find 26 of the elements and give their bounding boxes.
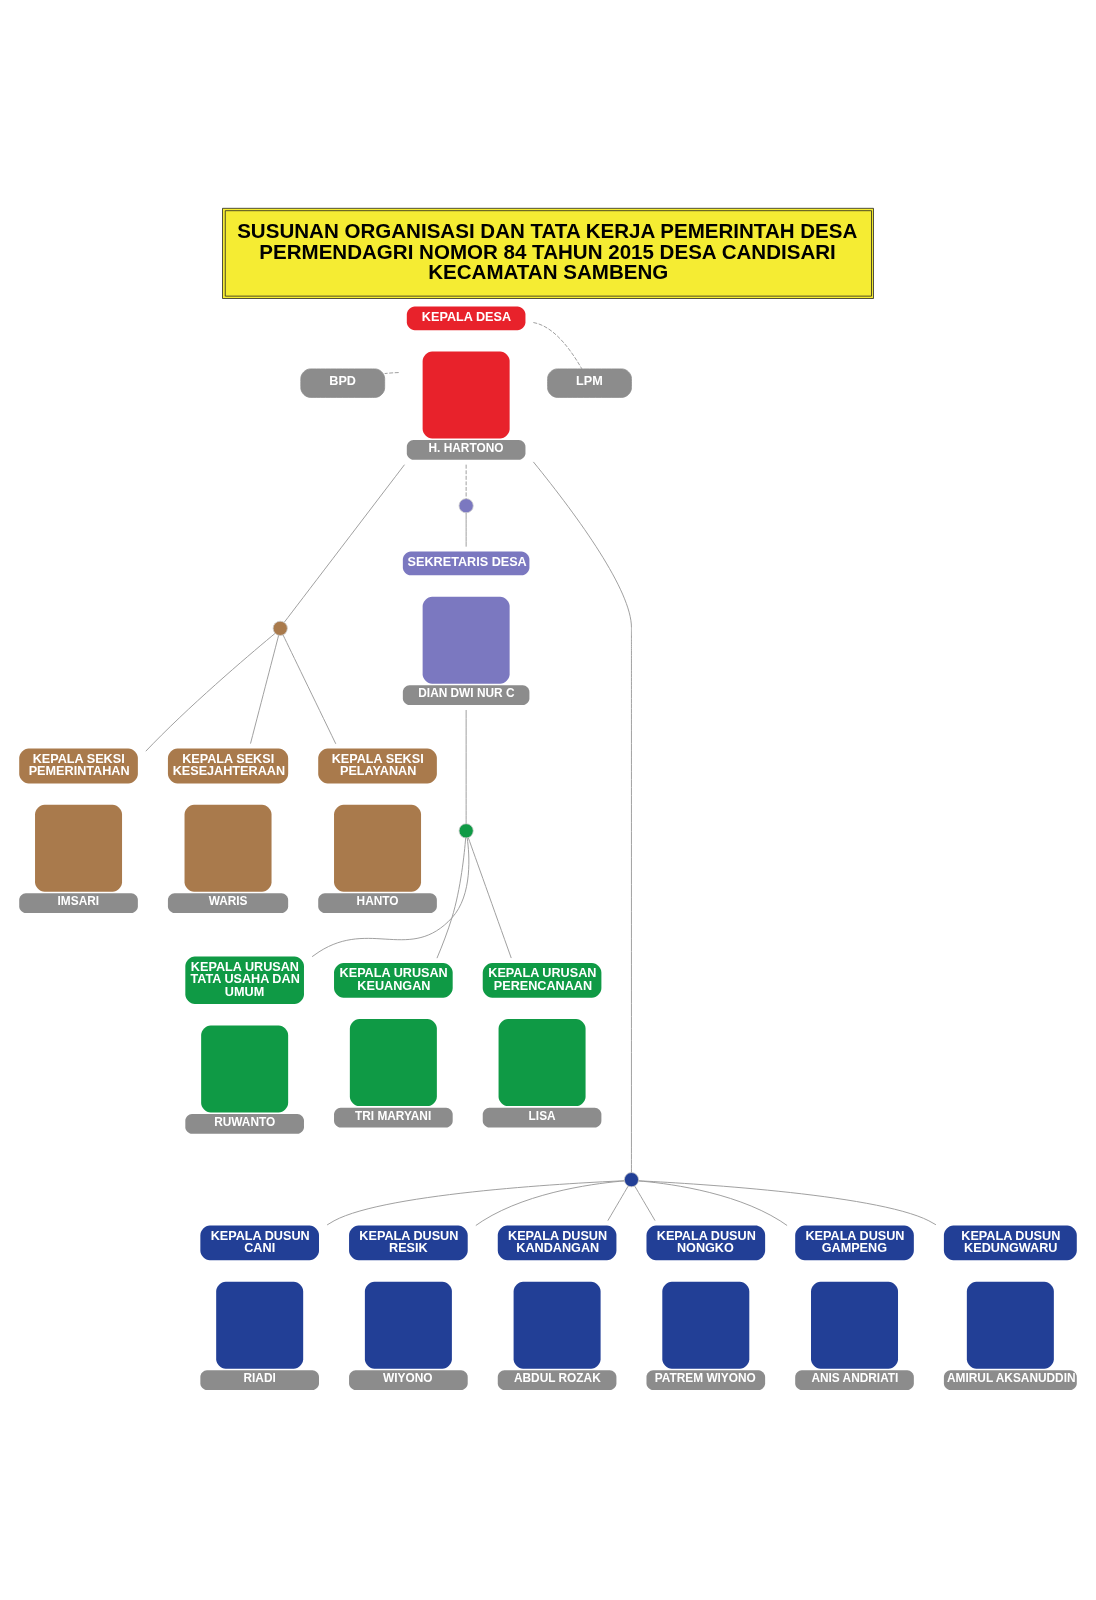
connector: [532, 322, 583, 370]
diagram-title: SUSUNAN ORGANISASI DAN TATA KERJA PEMERINTAH DESA PERMENDAGRI NOMOR 84 TAHUN 2015 DESA CANDISARI KECAMATAN SAMBENG: [237, 219, 858, 284]
connector: [467, 837, 512, 959]
connector: [384, 372, 400, 375]
connector: [436, 837, 467, 959]
connector: [634, 1185, 656, 1222]
node-circle: [272, 620, 288, 636]
connector: [638, 1180, 937, 1226]
node-circle: [623, 1172, 639, 1188]
connector: [145, 633, 276, 752]
connector: [465, 512, 467, 548]
connector: [465, 709, 467, 824]
connector: [326, 1180, 625, 1226]
connector: [638, 1180, 788, 1226]
connector: [532, 461, 632, 1173]
connector: [465, 464, 467, 500]
connector: [283, 464, 405, 623]
connector: [250, 634, 280, 745]
connector: [475, 1180, 625, 1226]
node-box: BPD: [300, 368, 386, 398]
connector: [311, 837, 470, 958]
node-circle: [458, 498, 474, 514]
connector: [282, 634, 337, 745]
node-box: LPM: [547, 368, 632, 398]
connector: [607, 1185, 629, 1222]
node-circle: [458, 823, 474, 839]
